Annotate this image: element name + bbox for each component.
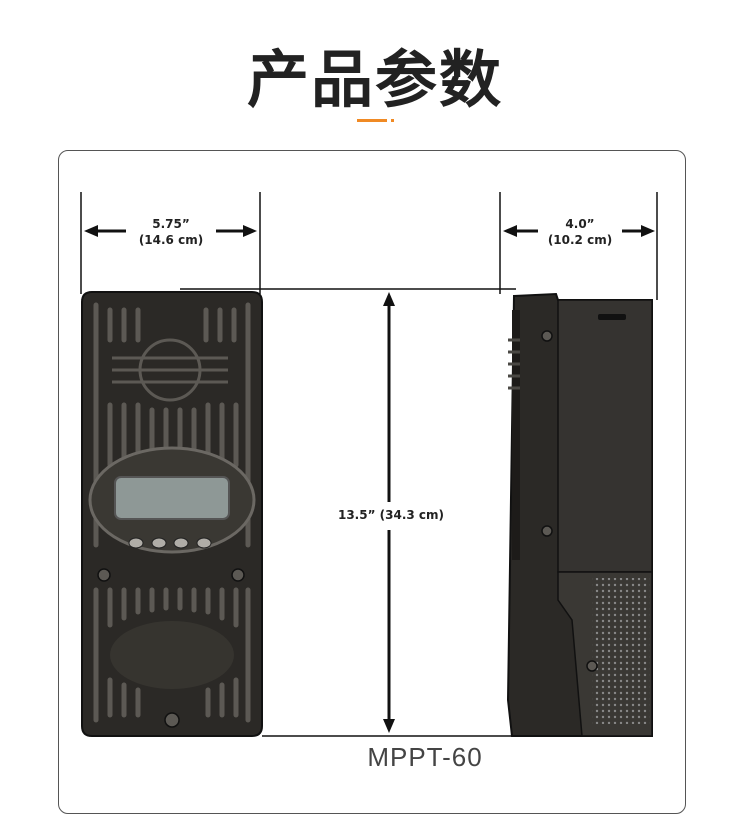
height-label: 13.5” (34.3 cm) bbox=[330, 507, 452, 523]
front-view bbox=[81, 291, 263, 737]
extension-lines bbox=[80, 192, 658, 737]
product-frame bbox=[58, 150, 686, 814]
width-inches: 5.75” bbox=[152, 217, 190, 231]
keypad-buttons bbox=[128, 537, 212, 549]
width-label: 5.75” (14.6 cm) bbox=[126, 216, 216, 248]
depth-label: 4.0” (10.2 cm) bbox=[538, 216, 622, 248]
model-name: MPPT-60 bbox=[367, 742, 483, 772]
depth-centimeters: (10.2 cm) bbox=[547, 233, 613, 247]
side-vent bbox=[592, 578, 650, 724]
heading-accent-dot bbox=[391, 119, 394, 122]
width-centimeters: (14.6 cm) bbox=[138, 233, 204, 247]
side-view bbox=[506, 292, 653, 737]
heading-accent-line bbox=[357, 119, 387, 122]
height-dimension-arrow bbox=[383, 292, 395, 733]
lcd-screen bbox=[114, 476, 230, 520]
speaker-grille bbox=[112, 338, 228, 402]
page-heading: 产品参数 bbox=[246, 43, 503, 116]
depth-inches: 4.0” bbox=[565, 217, 595, 231]
